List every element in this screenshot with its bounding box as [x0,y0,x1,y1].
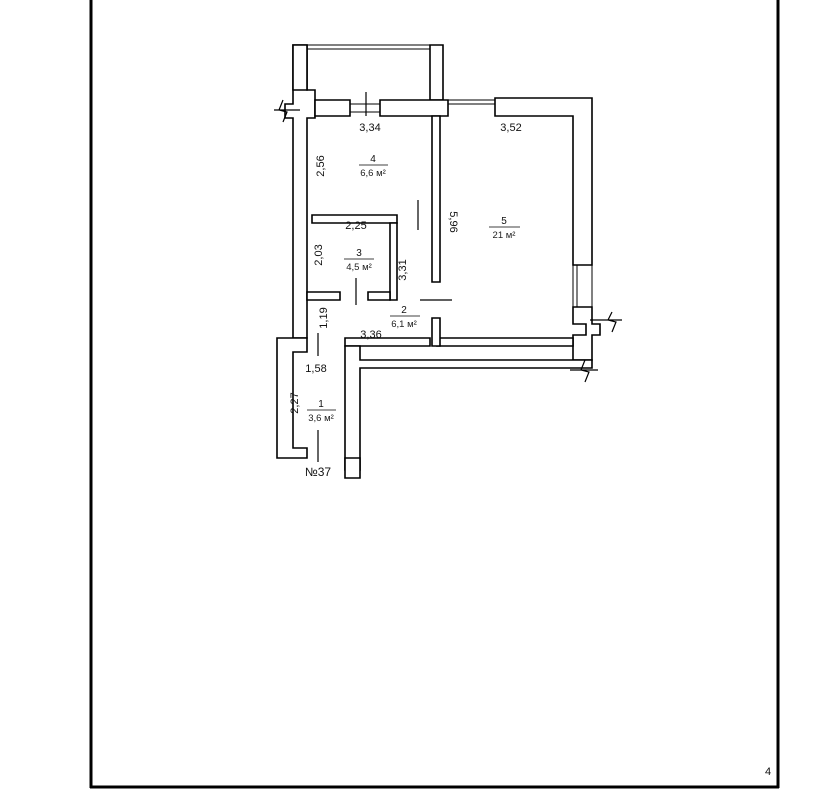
dim-3-52: 3,52 [500,122,521,134]
page-frame [89,0,780,789]
wall-corridor-bottom-right [436,337,574,347]
door-marks [317,92,452,462]
walls [276,44,601,479]
dim-3-31: 3,31 [397,259,409,280]
room-label-5: 5 21 м² [489,216,520,241]
break-symbol-right [590,311,622,333]
page-number: 4 [765,766,771,778]
dim-1-19: 1,19 [318,307,330,328]
dim-3-34: 3,34 [359,122,380,134]
wall-top-left-stub [314,99,351,117]
svg-text:5: 5 [501,216,507,227]
svg-text:4,5 м²: 4,5 м² [346,262,372,273]
svg-text:4: 4 [370,154,376,165]
wall-entrance-left [276,337,308,459]
dim-2-56: 2,56 [315,155,327,176]
wall-balcony-right [429,44,444,101]
svg-text:2: 2 [401,305,407,316]
wall-corridor-bottom [344,337,431,347]
dim-2-25: 2,25 [345,220,366,232]
dim-5-96: 5,96 [447,211,459,232]
wall-door-post [431,317,441,347]
room-label-4: 4 6,6 м² [359,154,388,179]
svg-text:21 м²: 21 м² [493,230,516,241]
break-symbol-left [274,99,300,123]
room-label-2: 2 6,1 м² [390,305,420,330]
dimension-labels: 3,34 3,52 2,56 5,96 2,25 2,03 3,31 1,19 … [289,122,522,414]
wall-right-lower [572,306,601,361]
dim-2-27: 2,27 [289,392,301,413]
svg-text:6,1 м²: 6,1 м² [391,319,417,330]
wall-room3-bottom-right [367,291,391,301]
wall-room3-right [389,222,398,301]
dim-2-03: 2,03 [313,244,325,265]
wall-top-middle [379,99,449,117]
wall-lower-outer [344,345,593,471]
apartment-number: №37 [305,465,332,479]
svg-text:3: 3 [356,248,362,259]
wall-room3-bottom-left [306,291,341,301]
room-labels: 4 6,6 м² 5 21 м² 3 4,5 м² 2 6,1 м² 1 3,6… [307,154,520,424]
wall-interior-4-5 [431,115,441,283]
svg-text:1: 1 [318,399,324,410]
svg-text:6,6 м²: 6,6 м² [360,168,386,179]
wall-balcony-left [292,44,308,91]
dim-1-58: 1,58 [305,363,326,375]
room-label-1: 1 3,6 м² [307,399,336,424]
wall-break-symbols [274,99,622,383]
break-symbol-bottom [570,359,598,383]
room-label-3: 3 4,5 м² [344,248,374,273]
svg-text:3,6 м²: 3,6 м² [308,413,334,424]
dim-3-36: 3,36 [360,329,381,341]
windows [307,44,593,307]
wall-entrance-right-end [344,457,361,479]
